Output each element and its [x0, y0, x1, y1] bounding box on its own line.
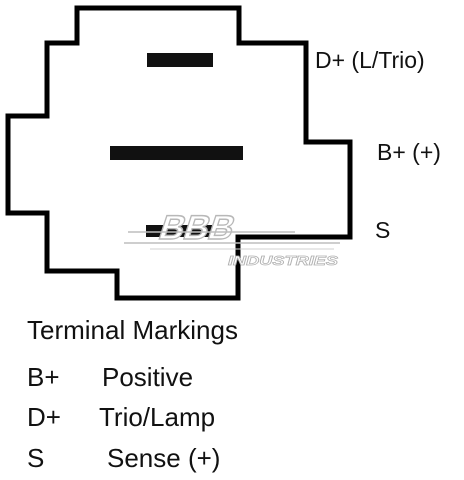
legend-title: Terminal Markings [27, 315, 238, 345]
terminal-s [146, 225, 212, 237]
legend-code: D+ [27, 402, 61, 432]
legend-description: Positive [102, 362, 194, 392]
pin-label-d-plus: D+ (L/Trio) [315, 47, 425, 73]
pin-label-b-plus: B+ (+) [377, 139, 441, 165]
connector-outline [5, 5, 353, 301]
legend-code: B+ [27, 362, 60, 392]
pin-label-s: S [375, 217, 391, 243]
terminal-d-plus [147, 53, 213, 67]
legend-description: Sense (+) [107, 443, 221, 473]
legend-code: S [27, 443, 45, 473]
legend-description: Trio/Lamp [99, 402, 216, 432]
terminal-b-plus [110, 146, 243, 160]
